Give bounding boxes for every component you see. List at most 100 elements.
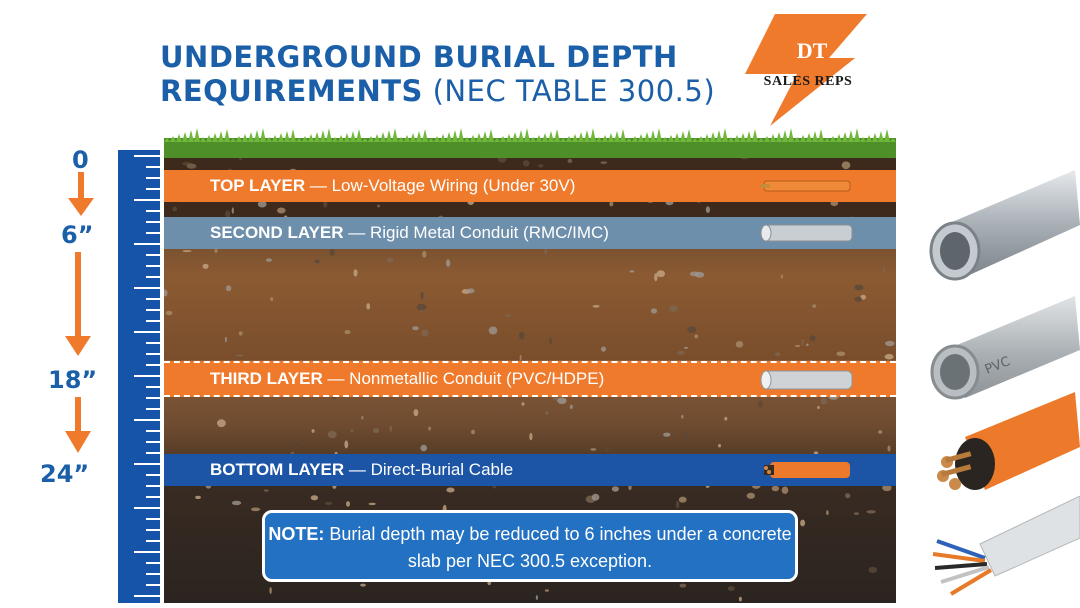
layer-label-second: SECOND LAYER — Rigid Metal Conduit (RMC/… [210, 223, 609, 242]
gravel-stone [217, 419, 226, 428]
gravel-stone [446, 487, 455, 493]
depth-marker-0: 0 [72, 146, 89, 174]
gravel-stone [687, 326, 697, 333]
gravel-stone [270, 297, 274, 302]
gravel-stone [681, 414, 684, 419]
pvc-conduit-pipe-icon: PVC [930, 296, 1080, 400]
gravel-stone [684, 431, 688, 439]
gravel-stone [422, 250, 427, 258]
gravel-stone [467, 288, 475, 294]
gravel-stone [366, 303, 371, 310]
layer-band-top: TOP LAYER — Low-Voltage Wiring (Under 30… [164, 170, 896, 202]
gravel-stone [826, 510, 829, 516]
gravel-stone [669, 305, 678, 312]
gravel-stone [771, 485, 780, 492]
gravel-stone [235, 354, 244, 357]
gravel-stone [735, 341, 744, 348]
gravel-stone [172, 206, 177, 212]
gravel-stone [269, 587, 272, 594]
logo-top-text: DT [796, 38, 828, 63]
gravel-stone [801, 338, 804, 346]
depth-marker-24: 24” [40, 460, 90, 488]
layer-label-third: THIRD LAYER — Nonmetallic Conduit (PVC/H… [210, 369, 605, 388]
gravel-stone [868, 566, 878, 574]
layer-label-top: TOP LAYER — Low-Voltage Wiring (Under 30… [210, 176, 576, 195]
gravel-stone [727, 586, 735, 591]
gravel-stone [488, 326, 498, 335]
note-label: NOTE: [268, 524, 325, 544]
gravel-stone [654, 273, 658, 282]
gravel-stone [538, 164, 544, 168]
gravel-stone [679, 583, 687, 588]
gravel-stone [389, 425, 393, 432]
gravel-stone [251, 507, 261, 512]
gravel-stone [656, 270, 665, 278]
gravel-stone [724, 416, 728, 421]
gravel-stone [705, 206, 711, 213]
gravel-stone [412, 326, 419, 331]
gravel-stone [182, 250, 192, 253]
gravel-stone [590, 448, 597, 451]
gravel-stone [231, 500, 242, 506]
gravel-stone [265, 258, 272, 262]
gravel-stone [421, 329, 429, 337]
gravel-stone [445, 259, 451, 267]
gravel-stone [505, 314, 511, 317]
gravel-stone [544, 247, 548, 255]
gravel-stone [420, 291, 424, 300]
gravel-stone [718, 444, 721, 448]
title-suffix: (NEC TABLE 300.5) [422, 74, 716, 108]
gravel-stone [428, 426, 431, 431]
gravel-stone [591, 493, 600, 501]
gravel-stone [812, 304, 817, 308]
gravel-stone [689, 271, 700, 277]
page-title: UNDERGROUND BURIAL DEPTH REQUIREMENTS (N… [160, 40, 715, 108]
gravel-stone [601, 346, 606, 352]
gravel-stone [549, 337, 553, 345]
depth-marker-6: 6” [61, 221, 94, 249]
gravel-stone [884, 353, 894, 360]
arrow-down-icon [68, 172, 94, 216]
gravel-stone [164, 289, 168, 297]
gravel-stone [853, 512, 860, 515]
gravel-stone [758, 400, 763, 408]
gravel-stone [795, 344, 801, 347]
gravel-stone [214, 248, 218, 253]
gravel-stone [650, 308, 658, 314]
gravel-stone [413, 409, 419, 417]
layer-band-bottom: BOTTOM LAYER — Direct-Burial Cable [164, 454, 896, 486]
gravel-stone [800, 519, 806, 527]
arrow-down-icon [65, 397, 91, 453]
note-text: Burial depth may be reduced to 6 inches … [324, 524, 792, 571]
gravel-stone [231, 207, 234, 214]
gravel-stone [629, 270, 635, 273]
gravel-stone [277, 207, 286, 214]
gravel-stone [471, 429, 475, 435]
gravel-stone [519, 354, 522, 361]
gravel-stone [300, 442, 305, 446]
title-line-1: UNDERGROUND BURIAL DEPTH [160, 40, 678, 74]
gravel-stone [332, 396, 337, 400]
gravel-stone [854, 284, 864, 291]
gravel-stone [609, 201, 614, 207]
gravel-stone [887, 445, 891, 452]
gravel-stone [387, 257, 394, 263]
gravel-stone [817, 406, 820, 409]
gravel-stone [361, 416, 364, 420]
gravel-stone [836, 351, 846, 357]
gravel-stone [885, 340, 895, 347]
gravel-stone [360, 583, 366, 587]
gravel-stone [257, 200, 267, 208]
gravel-stone [663, 432, 671, 437]
gravel-stone [806, 343, 809, 347]
grass-surface [164, 128, 896, 158]
gravel-stone [684, 346, 688, 349]
low-voltage-wire-icon [760, 180, 851, 192]
gravel-stone [372, 428, 380, 434]
layer-label-bottom: BOTTOM LAYER — Direct-Burial Cable [210, 460, 514, 479]
gravel-stone [781, 486, 789, 494]
gravel-stone [854, 296, 862, 302]
gravel-stone [368, 502, 376, 506]
gravel-stone [225, 285, 232, 292]
gravel-stone [774, 352, 781, 356]
